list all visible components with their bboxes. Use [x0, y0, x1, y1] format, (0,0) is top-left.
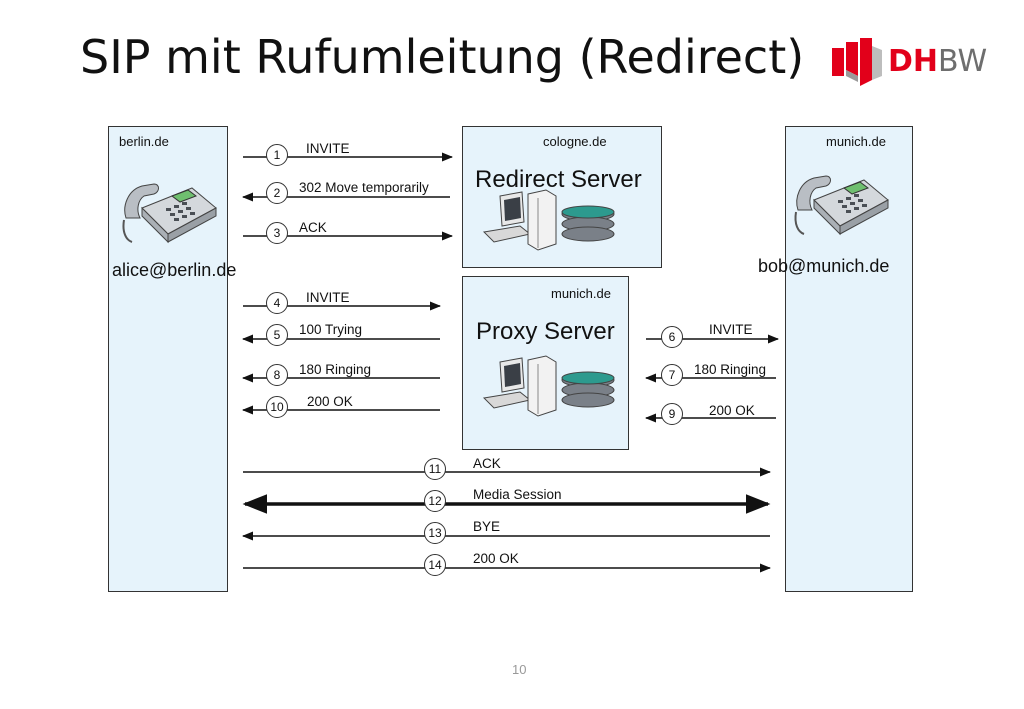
message-label-8: 180 Ringing [299, 362, 372, 377]
redirect-server-box [462, 126, 662, 268]
message-label-9: 200 OK [709, 403, 755, 418]
message-label-11: ACK [473, 456, 501, 471]
step-number-13: 13 [424, 522, 446, 544]
alice-address: alice@berlin.de [112, 260, 237, 280]
step-number-1: 1 [266, 144, 288, 166]
step-number-2: 2 [266, 182, 288, 204]
message-label-1: INVITE [306, 141, 350, 156]
dhbw-logo-mark-icon [832, 38, 882, 86]
message-label-4: INVITE [306, 290, 350, 305]
step-number-6: 6 [661, 326, 683, 348]
message-label-14: 200 OK [473, 551, 519, 566]
step-number-3: 3 [266, 222, 288, 244]
dhbw-logo: DHBW [830, 36, 990, 88]
step-number-8: 8 [266, 364, 288, 386]
proxy-server-icon [482, 355, 615, 417]
step-number-5: 5 [266, 324, 288, 346]
message-label-2: 302 Move temporarily [299, 180, 429, 195]
message-label-3: ACK [299, 220, 327, 235]
page-number: 10 [512, 662, 527, 677]
slide-title: SIP mit Rufumleitung (Redirect) [80, 30, 805, 84]
alice-telephone-icon [122, 183, 217, 244]
step-number-4: 4 [266, 292, 288, 314]
dhbw-logo-text: DHBW [888, 44, 988, 79]
redirect-server-icon [482, 189, 615, 251]
message-label-13: BYE [473, 519, 501, 534]
proxy-server-title: Proxy Server [476, 318, 615, 345]
step-number-12: 12 [424, 490, 446, 512]
step-number-11: 11 [424, 458, 446, 480]
message-label-10: 200 OK [307, 394, 353, 409]
step-number-10: 10 [266, 396, 288, 418]
redirect-domain: cologne.de [543, 134, 607, 149]
proxy-domain: munich.de [551, 286, 611, 301]
message-label-7: 180 Ringing [694, 362, 767, 377]
message-label-6: INVITE [709, 322, 753, 337]
bob-telephone-icon [794, 175, 889, 236]
message-label-5: 100 Trying [299, 322, 363, 337]
step-number-7: 7 [661, 364, 683, 386]
bob-address: bob@munich.de [758, 256, 890, 276]
step-number-14: 14 [424, 554, 446, 576]
redirect-server-title: Redirect Server [475, 166, 642, 193]
bob-domain: munich.de [826, 134, 886, 149]
message-label-12: Media Session [473, 487, 562, 502]
alice-domain: berlin.de [119, 134, 169, 149]
step-number-9: 9 [661, 403, 683, 425]
